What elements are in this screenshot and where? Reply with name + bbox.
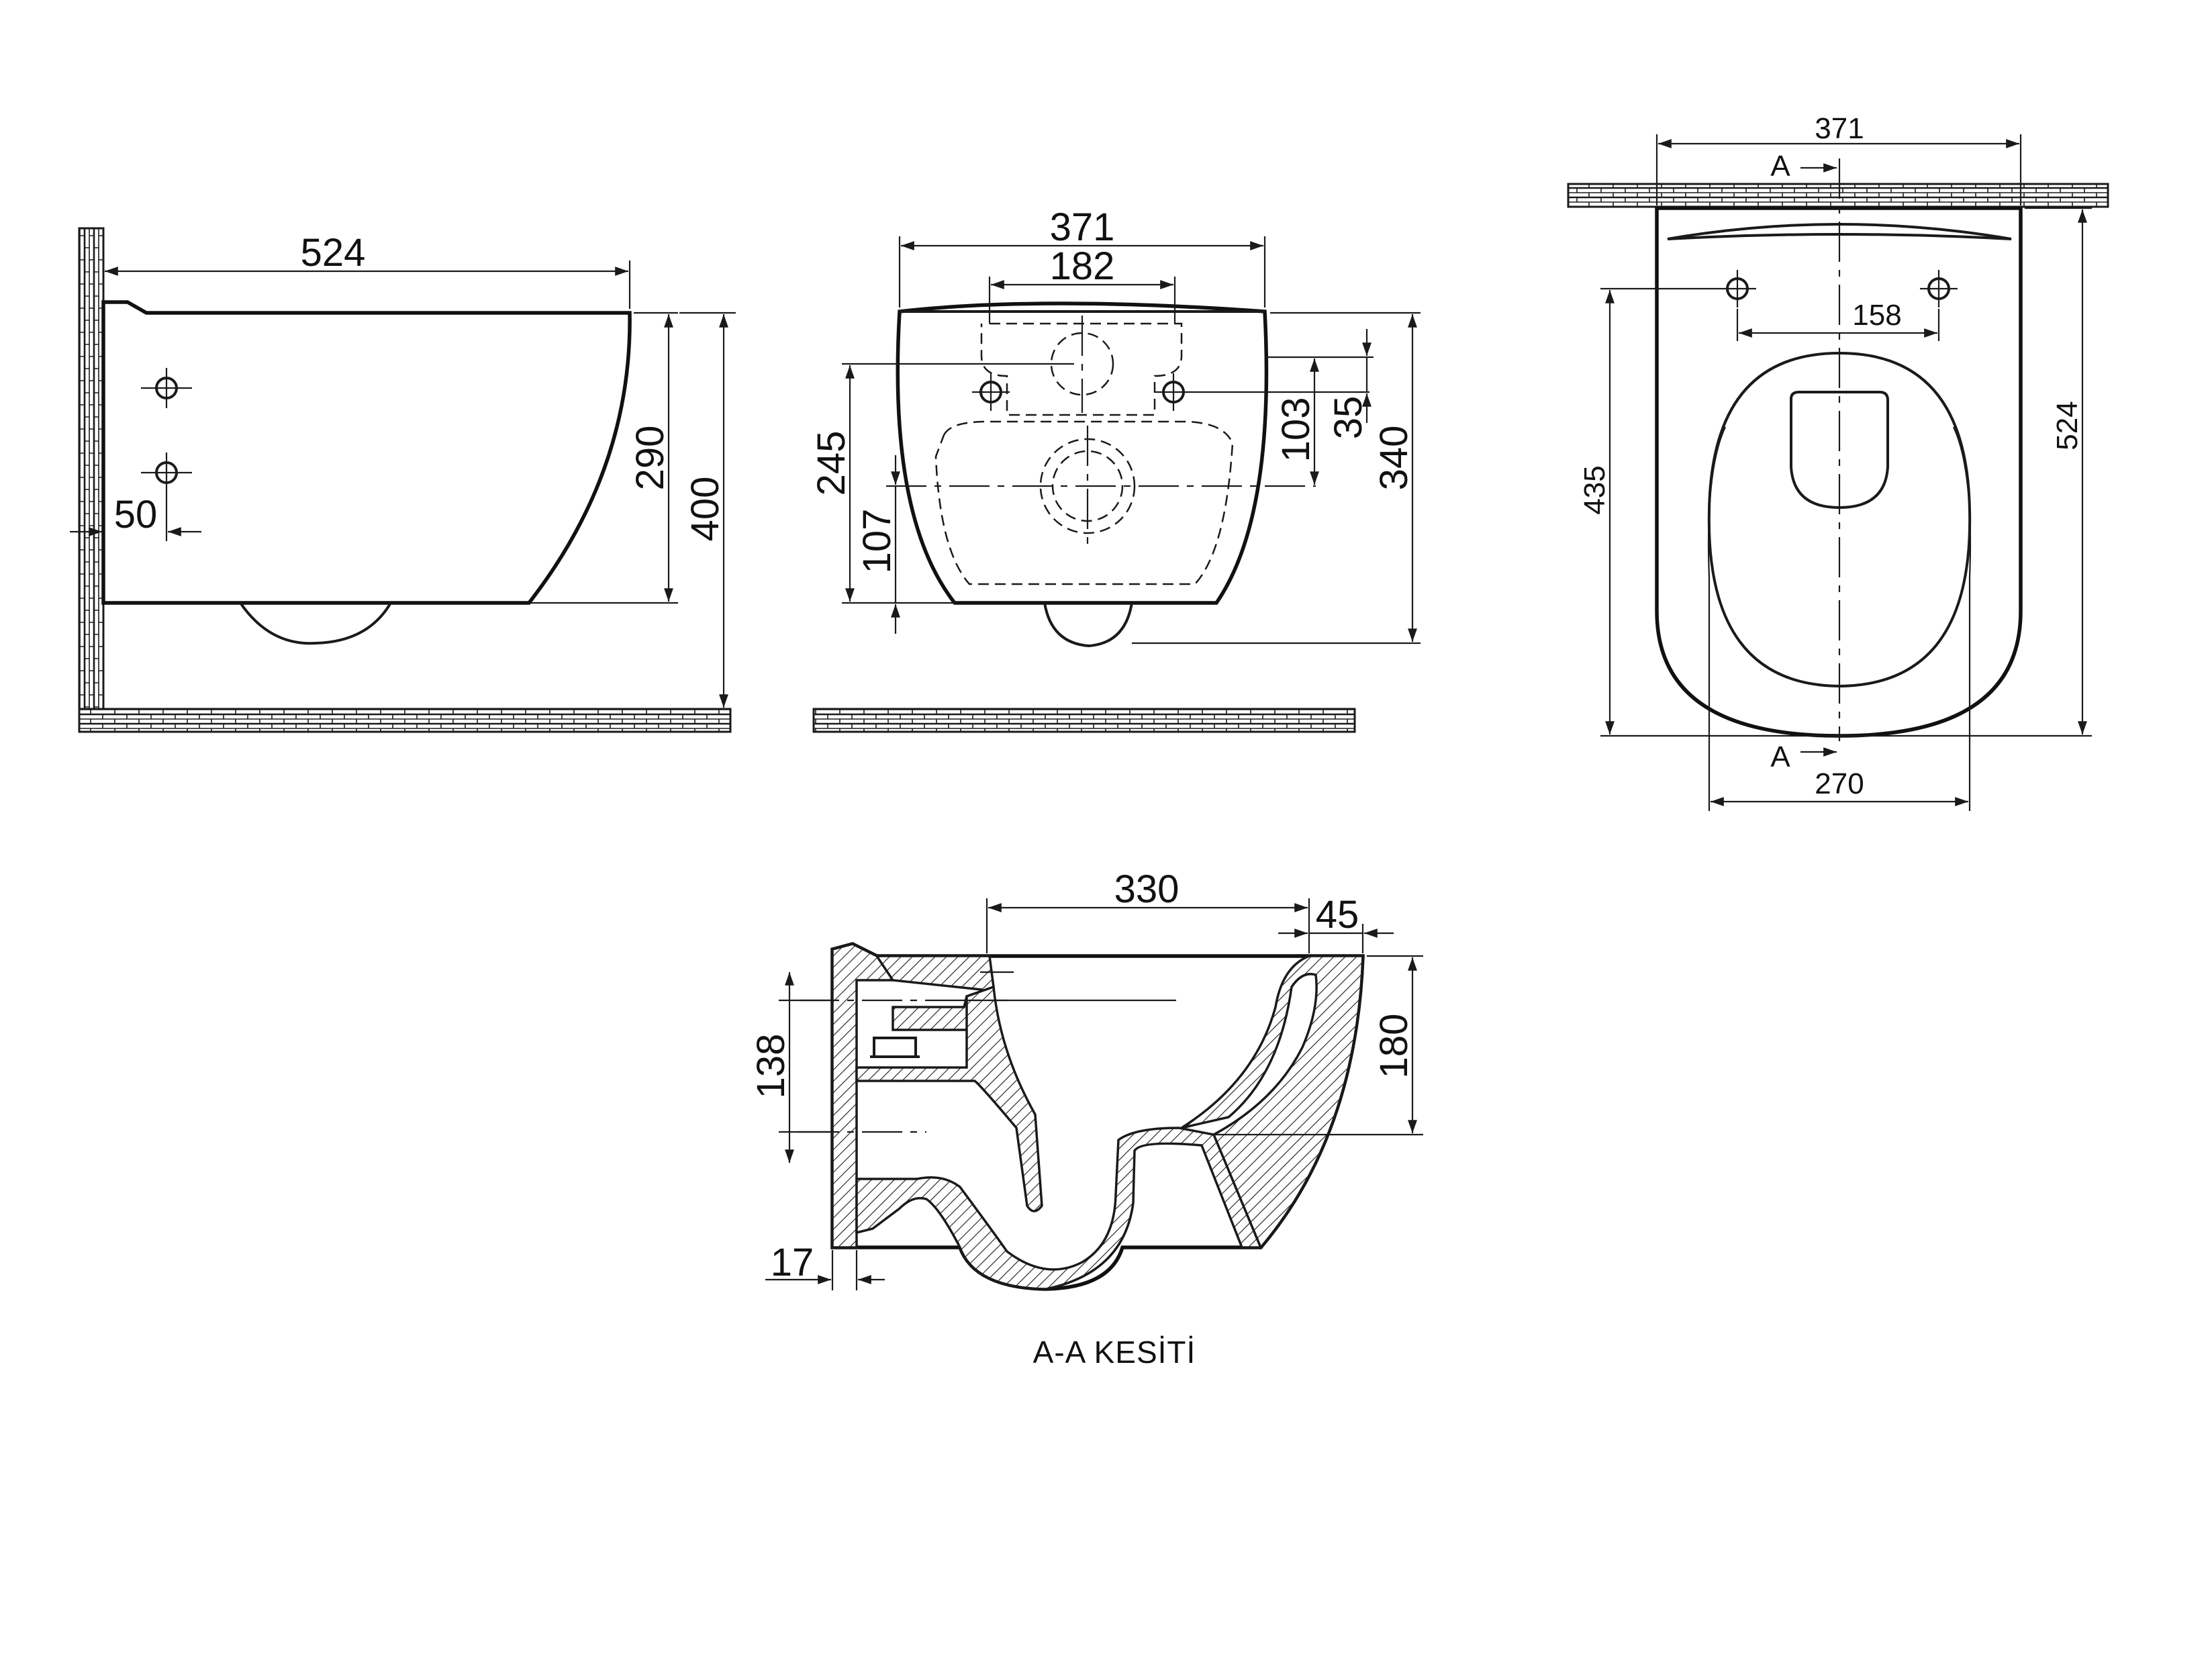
dim-524-side: 524 [301,231,366,275]
top-fixing-hole-left [1719,270,1756,307]
dim-435: 435 [1578,465,1611,514]
dim-290: 290 [628,426,672,491]
front-inlet-dashed [934,420,1234,585]
dim-245: 245 [810,431,853,496]
front-view: 371 182 245 107 103 35 340 [810,205,1421,733]
front-flush-inlet [1050,332,1114,396]
section-bowl-hatch [855,1127,1263,1290]
front-foot [1043,602,1133,648]
dim-270: 270 [1815,767,1864,800]
dim-45: 45 [1316,893,1359,937]
section-flush-connector [873,1037,917,1058]
side-foot [239,602,392,645]
section-view: 330 45 138 180 17 A-A KESİTİ [749,867,1423,1370]
dim-180: 180 [1372,1014,1416,1079]
section-front-rim-hatch [1181,955,1364,1250]
top-view: 371 A A 158 435 524 270 [1567,112,2109,811]
top-bowl-inner [1707,426,1972,578]
dim-182: 182 [1050,244,1115,288]
wall-top [1567,183,2109,208]
dim-35: 35 [1327,396,1370,440]
dim-103: 103 [1274,397,1318,463]
front-body-outline [896,301,1269,605]
dim-340: 340 [1372,426,1416,491]
top-fixing-hole-right [1920,270,1958,307]
section-inlet-hatch [874,955,995,1031]
top-drain-opening [1790,391,1889,510]
section-caption: A-A KESİTİ [1033,1335,1196,1370]
dim-371-top: 371 [1815,112,1864,145]
dim-17: 17 [771,1241,814,1284]
front-fixing-hole-right [1155,373,1369,411]
section-mark-top: A [1770,150,1790,183]
side-fixing-hole [141,368,192,408]
side-view: 524 290 400 50 [70,227,736,733]
dim-138: 138 [749,1034,793,1099]
dim-50: 50 [114,493,158,536]
front-fixing-hole-left [972,373,1010,411]
dim-524-top: 524 [2051,401,2084,450]
floor-front [812,708,1356,733]
top-rim-edge [1667,223,2012,240]
dim-371-front: 371 [1050,205,1115,249]
section-trap-wall-hatch [855,985,1043,1212]
wall-left [78,227,105,732]
dim-158: 158 [1852,299,1901,332]
side-body-outline [101,300,632,605]
dim-400: 400 [683,477,727,542]
dim-107: 107 [855,509,899,574]
dim-330: 330 [1114,867,1180,911]
side-fixing-hole [141,453,192,493]
floor-left [78,708,732,733]
section-mark-bottom: A [1770,741,1790,773]
